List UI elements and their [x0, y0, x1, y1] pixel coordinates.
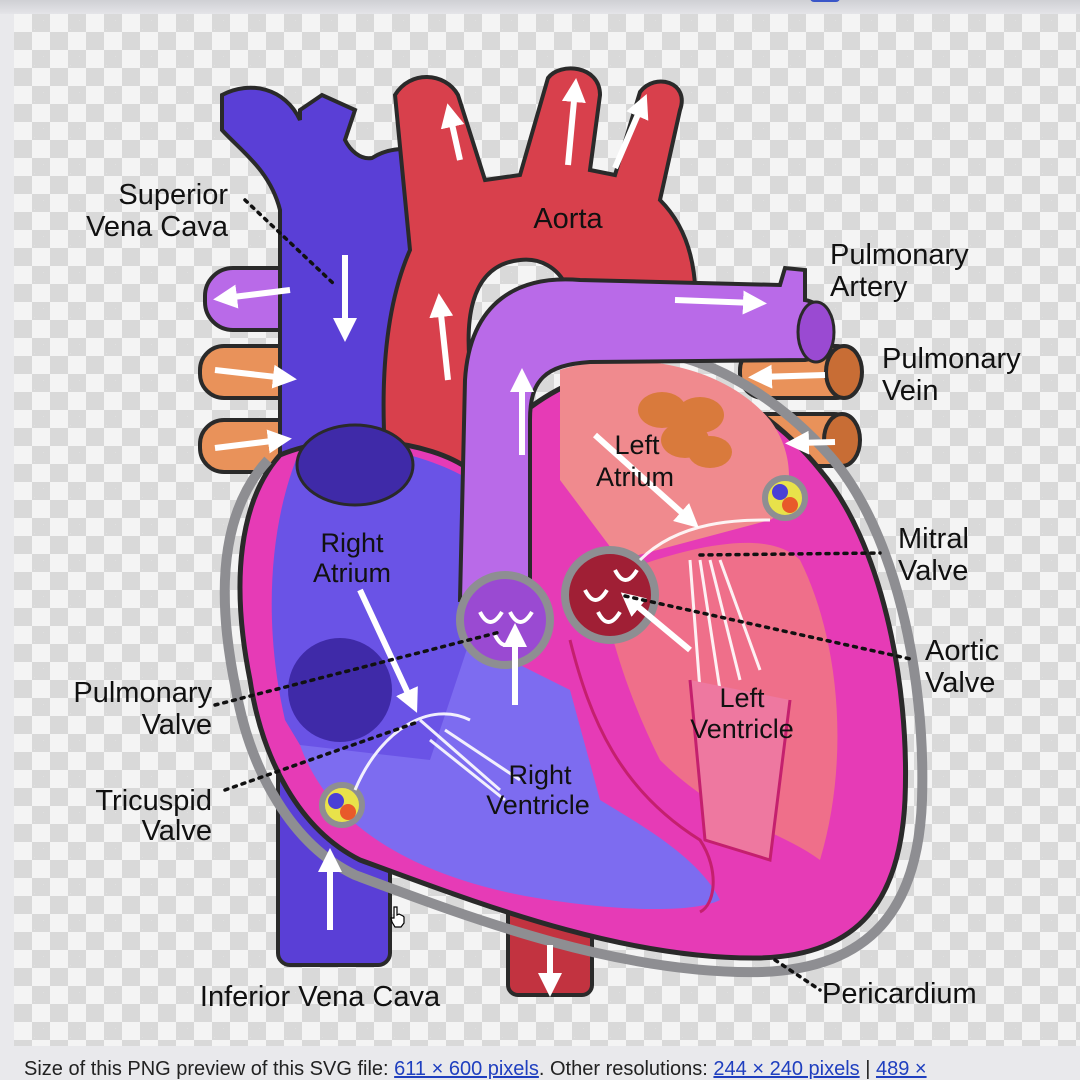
label-left-ventricle-2: Ventricle — [690, 714, 794, 744]
label-tricuspid-valve-1: Tricuspid — [95, 785, 212, 817]
label-left-ventricle-1: Left — [719, 683, 765, 713]
file-size-caption: Size of this PNG preview of this SVG fil… — [24, 1058, 1080, 1080]
label-aortic-valve-2: Valve — [925, 667, 995, 699]
tricuspid-valve-marker — [319, 782, 365, 828]
left-atrium-chamber — [560, 360, 789, 560]
label-pulmonary-vein-2: Vein — [882, 375, 938, 407]
pulmonary-valve-shape — [456, 571, 554, 669]
label-superior-vena-cava-2: Vena Cava — [86, 211, 229, 243]
mitral-valve-marker — [762, 475, 808, 521]
papillary-muscle — [688, 679, 792, 862]
label-leaders — [213, 198, 917, 992]
label-superior-vena-cava-1: Superior — [118, 179, 228, 211]
flow-arrow-icon — [213, 78, 836, 997]
label-pulmonary-valve-1: Pulmonary — [73, 677, 212, 709]
label-tricuspid-valve-2: Valve — [142, 815, 212, 847]
top-link-fragment[interactable] — [810, 0, 840, 2]
label-pulmonary-artery-2: Artery — [830, 271, 908, 303]
label-pulmonary-artery-1: Pulmonary — [830, 239, 969, 271]
label-pulmonary-vein-1: Pulmonary — [882, 343, 1021, 375]
resolution-link-1[interactable]: 244 × 240 pixels — [713, 1058, 860, 1080]
label-pericardium: Pericardium — [822, 978, 977, 1010]
ventricle-septum — [568, 639, 715, 914]
browser-top-strip — [0, 0, 1080, 14]
ivc-opening — [288, 638, 392, 742]
label-left-atrium-2: Atrium — [596, 462, 674, 492]
pulmonary-vein-openings — [638, 392, 732, 468]
resolution-link-2[interactable]: 489 × — [875, 1058, 927, 1080]
label-pulmonary-valve-2: Valve — [142, 709, 212, 741]
pulmonary-artery-opening — [796, 300, 836, 364]
aortic-valve-shape — [561, 546, 659, 644]
label-aortic-valve-1: Aortic — [925, 635, 999, 667]
label-right-atrium-2: Atrium — [313, 558, 391, 588]
label-mitral-valve-1: Mitral — [898, 523, 969, 555]
hand-cursor-icon — [390, 906, 405, 928]
label-right-ventricle-2: Ventricle — [486, 790, 590, 820]
label-aorta: Aorta — [533, 203, 603, 235]
label-left-atrium-1: Left — [614, 430, 660, 460]
label-inferior-vena-cava: Inferior Vena Cava — [200, 981, 441, 1013]
label-right-atrium-1: Right — [320, 528, 384, 558]
caption-middle: . Other resolutions: — [538, 1058, 714, 1080]
label-right-ventricle-1: Right — [508, 760, 572, 790]
caption-prefix: Size of this PNG preview of this SVG fil… — [24, 1058, 395, 1080]
label-mitral-valve-2: Valve — [898, 555, 968, 587]
svg-text:Superior: Superior — [118, 179, 228, 211]
preview-size-link[interactable]: 611 × 600 pixels — [394, 1058, 539, 1080]
svc-opening — [295, 423, 415, 507]
svg-text:Vena Cava: Vena Cava — [86, 211, 229, 243]
pericardium-outline — [219, 347, 928, 978]
caption-separator: | — [859, 1058, 876, 1080]
